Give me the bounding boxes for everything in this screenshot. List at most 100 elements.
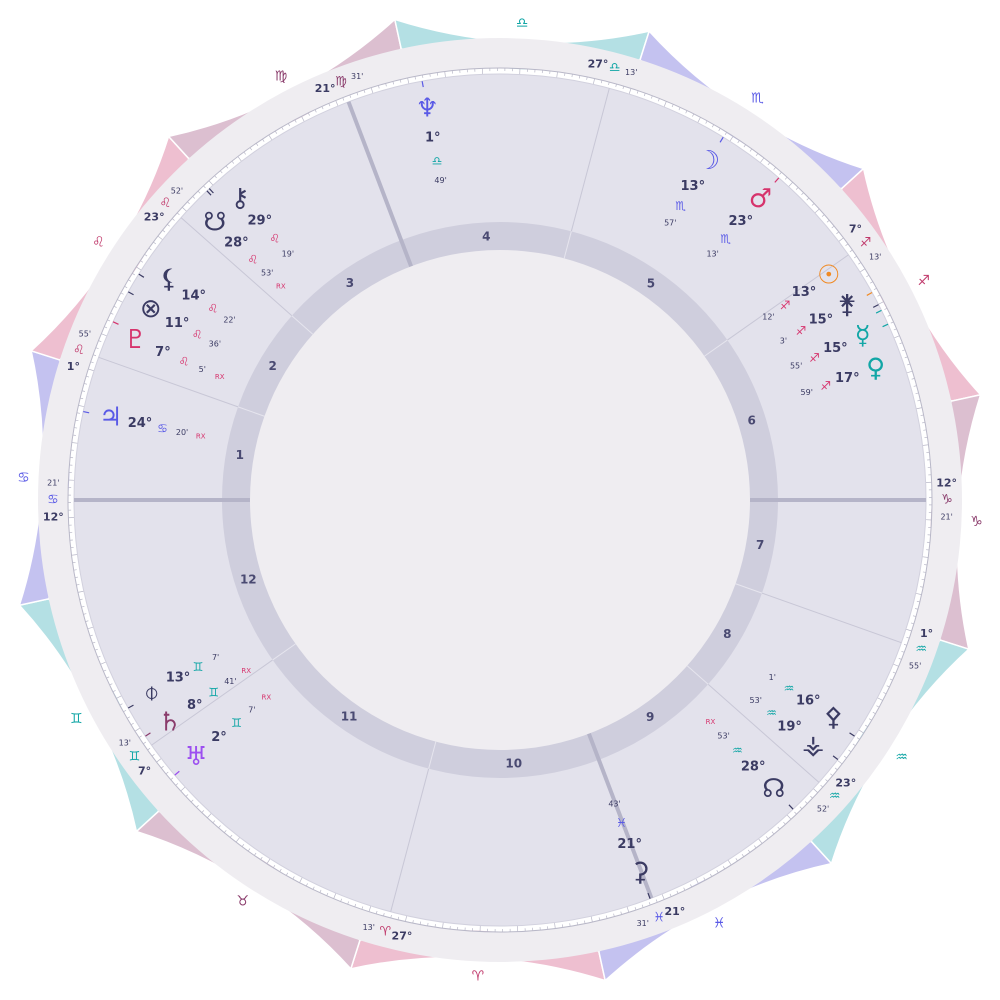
- degree-tick: [703, 877, 706, 881]
- degree-tick: [626, 906, 630, 913]
- degree-ring-edge: [67, 67, 933, 933]
- planet-degree: 15°: [809, 312, 834, 327]
- house-cusp-line-11: [390, 768, 430, 912]
- degree-tick: [858, 262, 862, 265]
- degree-tick: [872, 711, 876, 715]
- degree-tick: [922, 444, 929, 446]
- planet-minute: 13': [706, 250, 718, 259]
- degree-tick: [392, 81, 395, 85]
- house-cusp-labels: 12°♋21'1°♌55'23°♌52'21°♍31'27°♎13'7°♐13'…: [43, 57, 957, 942]
- planet-chiron[interactable]: ⚷29°♌19': [208, 183, 294, 258]
- planet-position-marker: [83, 410, 90, 414]
- degree-tick: [722, 866, 726, 870]
- degree-tick: [848, 749, 852, 753]
- planet-position-marker: [128, 291, 134, 296]
- planet-position-marker: [849, 732, 855, 737]
- planet-degree: 14°: [181, 288, 206, 303]
- house-number-3: 3: [346, 276, 354, 290]
- planet-ceres[interactable]: ⚳21°♓43': [608, 800, 651, 899]
- cusp-minute: 13': [119, 738, 131, 747]
- planet-degree: 8°: [187, 698, 203, 713]
- retrograde-badge: RX: [215, 373, 225, 381]
- planet-descendant-point[interactable]: ⌽13°♊7': [127, 653, 219, 709]
- degree-tick: [220, 170, 223, 174]
- degree-tick: [771, 831, 775, 835]
- planet-minute: 12': [762, 312, 774, 321]
- degree-tick: [821, 214, 825, 217]
- house-number-10: 10: [505, 757, 522, 771]
- planet-saturn[interactable]: ♄8°♊41'RX: [145, 667, 251, 737]
- degree-tick: [405, 915, 408, 922]
- planet-jupiter[interactable]: ♃24°♋20'RX: [83, 402, 206, 440]
- planet-pluto[interactable]: ♇7°♌5'RX: [112, 321, 225, 381]
- degree-tick: [347, 901, 350, 905]
- degree-tick: [755, 153, 759, 157]
- gemini-icon: ♊: [70, 711, 83, 727]
- planet-sun[interactable]: ☉13°♐12': [762, 261, 873, 322]
- degree-tick: [600, 80, 603, 84]
- planet-venus[interactable]: ♀17°♐59': [801, 323, 889, 397]
- degree-tick: [147, 747, 151, 751]
- degree-tick: [636, 90, 639, 94]
- planet-position-marker: [832, 755, 839, 760]
- retrograde-badge: RX: [196, 432, 206, 440]
- planet-north-node[interactable]: ☊28°♒53'RX: [706, 718, 794, 810]
- degree-tick: [274, 130, 278, 134]
- degree-tick: [399, 79, 402, 83]
- planet-degree: 21°: [617, 837, 642, 852]
- degree-tick: [906, 370, 913, 374]
- planet-moon[interactable]: ☽13°♏57': [664, 136, 724, 228]
- degree-tick: [83, 383, 87, 385]
- house-number-2: 2: [268, 359, 276, 373]
- degree-tick: [75, 419, 79, 422]
- planet-vertex[interactable]: ⚶19°♒53': [750, 696, 839, 761]
- degree-tick: [910, 622, 914, 625]
- degree-tick: [820, 784, 824, 788]
- planet-position-marker: [866, 291, 873, 296]
- planet-sign-icon: ♌: [179, 355, 190, 369]
- degree-tick: [705, 120, 708, 124]
- degree-tick: [361, 906, 364, 910]
- degree-tick: [877, 294, 881, 297]
- cusp-label-9: 23°♒52': [817, 777, 856, 814]
- degree-tick: [711, 124, 715, 128]
- planet-south-node[interactable]: ☋28°♌53'RX: [203, 190, 286, 291]
- planet-uranus[interactable]: ♅2°♊7'RX: [174, 694, 272, 776]
- degree-tick: [94, 648, 98, 651]
- planet-neptune[interactable]: ♆1°♎49': [416, 81, 447, 185]
- cusp-minute: 52': [817, 804, 829, 813]
- planet-minute: 3': [780, 336, 787, 345]
- planet-juno[interactable]: ⚵15°♐3': [780, 290, 879, 345]
- degree-tick: [676, 890, 679, 894]
- degree-tick: [765, 836, 769, 840]
- degree-tick: [176, 212, 180, 216]
- degree-tick: [648, 902, 651, 906]
- degree-tick: [144, 254, 148, 257]
- cusp-minute: 21': [940, 513, 952, 522]
- planet-sign-icon: ♌: [269, 232, 280, 246]
- cusp-label-7: 12°♑21': [936, 476, 957, 521]
- planet-position-marker: [208, 188, 214, 194]
- planet-mercury[interactable]: ☿15°♐55': [790, 309, 882, 371]
- degree-tick: [836, 231, 840, 235]
- planet-lilith[interactable]: ⚸14°♌22': [138, 264, 236, 324]
- degree-tick: [218, 825, 221, 828]
- degree-tick: [427, 922, 429, 926]
- degree-tick: [788, 182, 793, 187]
- planet-mars[interactable]: ♂23°♏13': [706, 177, 780, 259]
- degree-tick: [576, 921, 578, 926]
- degree-tick: [378, 85, 380, 89]
- planet-fortune[interactable]: ⊗11°♌36': [128, 291, 221, 349]
- planet-pallas[interactable]: ⚴16°♒1': [769, 673, 855, 737]
- degree-tick: [613, 913, 615, 917]
- degree-tick: [167, 224, 170, 227]
- degree-tick: [81, 605, 85, 608]
- planet-minute: 19': [282, 249, 294, 258]
- planet-sign-icon: ♌: [192, 327, 203, 341]
- degree-tick: [273, 865, 276, 868]
- cusp-minute: 52': [171, 187, 183, 196]
- degree-tick: [893, 663, 899, 667]
- planet-minute: 49': [434, 176, 446, 185]
- house-number-6: 6: [748, 413, 756, 427]
